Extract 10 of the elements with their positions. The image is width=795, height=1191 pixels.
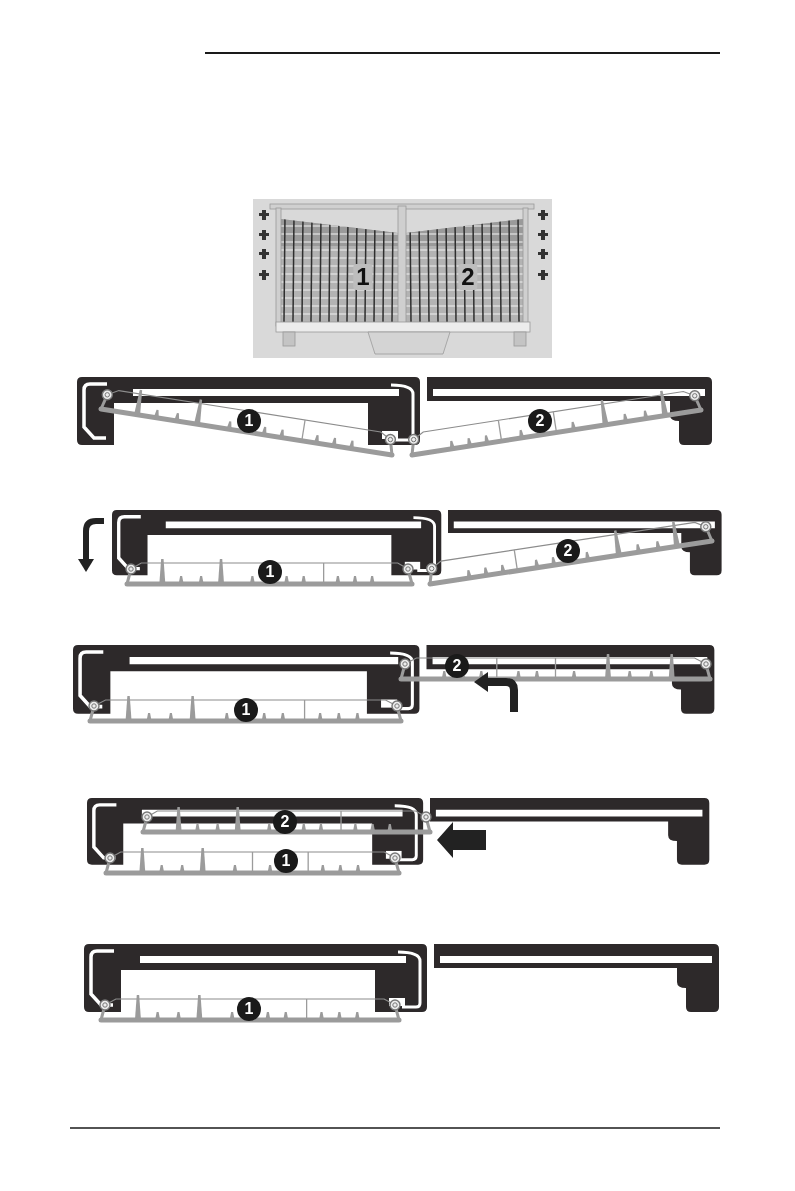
callout-number: 1 [353, 264, 373, 290]
callout-number: 2 [556, 539, 580, 563]
callout-number: 2 [528, 409, 552, 433]
callout-number: 1 [234, 698, 258, 722]
callout-number: 2 [273, 810, 297, 834]
callout-number: 2 [458, 264, 478, 290]
callout-number: 1 [237, 409, 261, 433]
callout-number: 1 [237, 997, 261, 1021]
callout-number: 1 [274, 849, 298, 873]
callout-number: 1 [258, 560, 282, 584]
